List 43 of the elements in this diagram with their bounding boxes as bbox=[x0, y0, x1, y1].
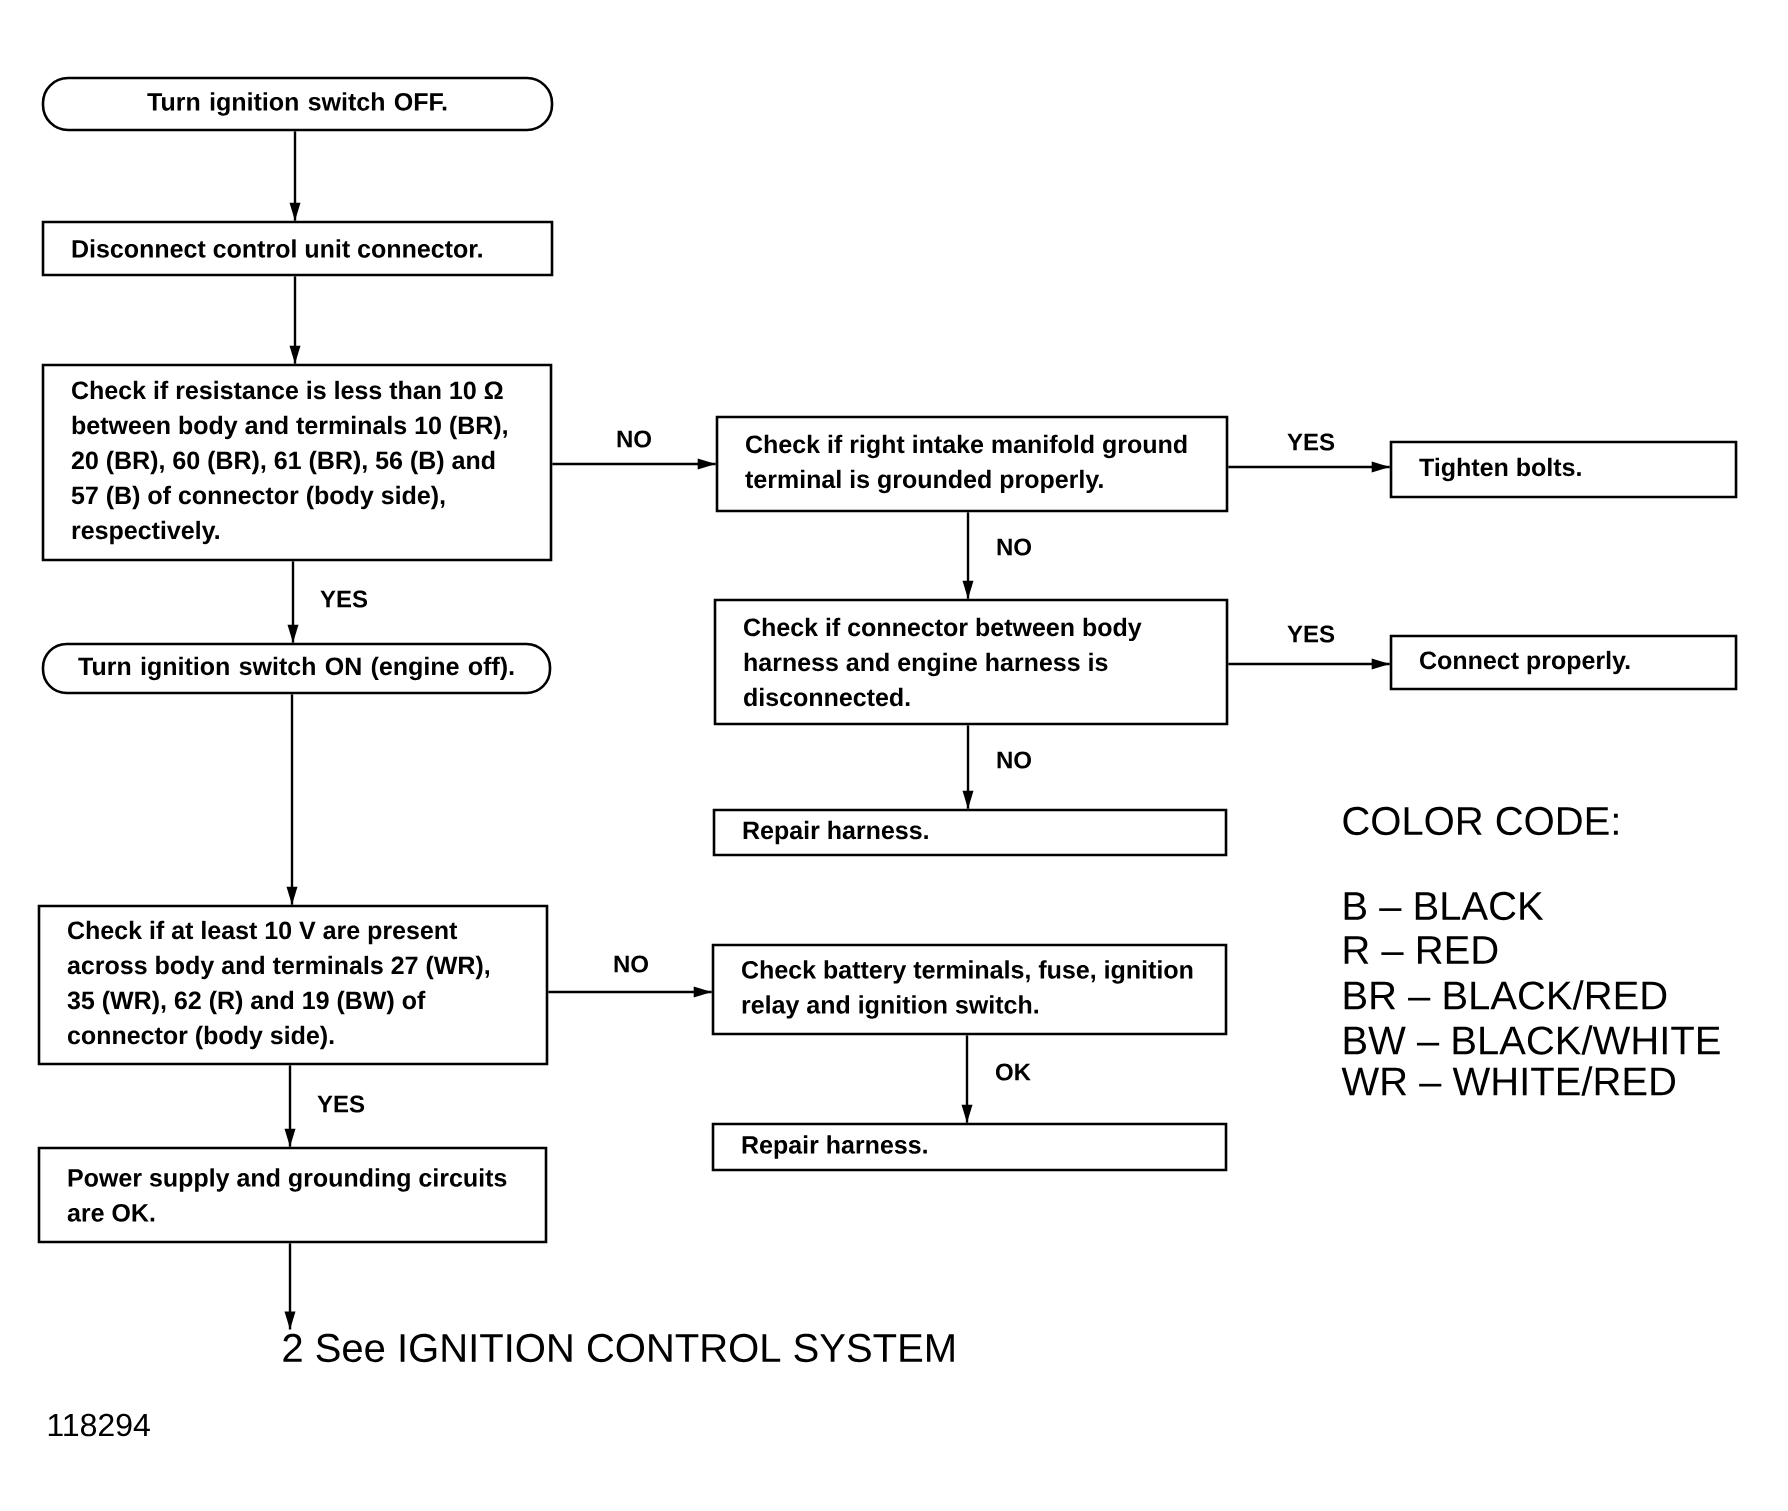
edge-label: YES bbox=[1287, 625, 1335, 643]
arrow bbox=[284, 1243, 296, 1330]
edge-label: YES bbox=[317, 1095, 365, 1113]
process-box: Check if connector between body harness and engine harness is disconnected. bbox=[713, 598, 1229, 726]
arrow bbox=[552, 458, 716, 470]
edge-label: YES bbox=[1287, 433, 1335, 451]
arrow bbox=[287, 561, 299, 643]
edge-label: NO bbox=[614, 955, 648, 973]
edge-label: NO bbox=[997, 751, 1031, 769]
process-box: Repair harness. bbox=[711, 1122, 1228, 1172]
arrow bbox=[548, 986, 712, 998]
process-box: Tighten bolts. bbox=[1389, 440, 1738, 499]
process-box: Power supply and grounding circuits are OK. bbox=[37, 1146, 548, 1244]
arrow bbox=[1228, 461, 1390, 473]
edge-label: YES bbox=[320, 590, 368, 608]
color-code-entry: R – RED bbox=[1344, 936, 1498, 964]
figure-number: 118294 bbox=[48, 1413, 150, 1437]
process-box: Disconnect control unit connector. bbox=[41, 220, 554, 277]
color-code-entry: B – BLACK bbox=[1344, 891, 1544, 921]
process-box: Check if at least 10 V are present across body and terminals 27 (WR), 35 (WR), 62 (R) and 19 (BW) of connector (body side). bbox=[37, 904, 549, 1066]
process-box: Check if resistance is less than 10 Ω between body and terminals 10 (BR), 20 (BR), 60 (BR), 61 (BR), 56 (B) and 57 (B) of connector (body side), respectively. bbox=[41, 363, 553, 562]
arrow bbox=[962, 725, 974, 809]
color-code-entry: BW – BLACK/WHITE bbox=[1344, 1025, 1720, 1055]
arrow bbox=[962, 512, 974, 599]
color-code-entry: BR – BLACK/RED bbox=[1344, 980, 1667, 1010]
rounded-box: Turn ignition switch ON (engine off). bbox=[41, 642, 552, 695]
edge-label: NO bbox=[997, 538, 1031, 556]
process-box: Check if right intake manifold ground terminal is grounded properly. bbox=[715, 415, 1229, 513]
arrow bbox=[1228, 658, 1390, 670]
arrow bbox=[289, 276, 301, 364]
arrow bbox=[286, 694, 298, 905]
rounded-box: Turn ignition switch OFF. bbox=[41, 76, 554, 132]
edge-label: OK bbox=[996, 1063, 1031, 1081]
arrow bbox=[961, 1035, 973, 1123]
process-box: Check battery terminals, fuse, ignition relay and ignition switch. bbox=[711, 943, 1228, 1036]
edge-label: NO bbox=[617, 430, 651, 448]
arrow bbox=[284, 1065, 296, 1147]
process-box: Connect properly. bbox=[1389, 634, 1738, 691]
process-box: Repair harness. bbox=[712, 808, 1228, 857]
color-code-entry: WR – WHITE/RED bbox=[1341, 1066, 1676, 1096]
color-code-heading: COLOR CODE: bbox=[1343, 806, 1618, 836]
reference-text: 2 See IGNITION CONTROL SYSTEM bbox=[283, 1333, 954, 1363]
arrow bbox=[289, 131, 301, 221]
